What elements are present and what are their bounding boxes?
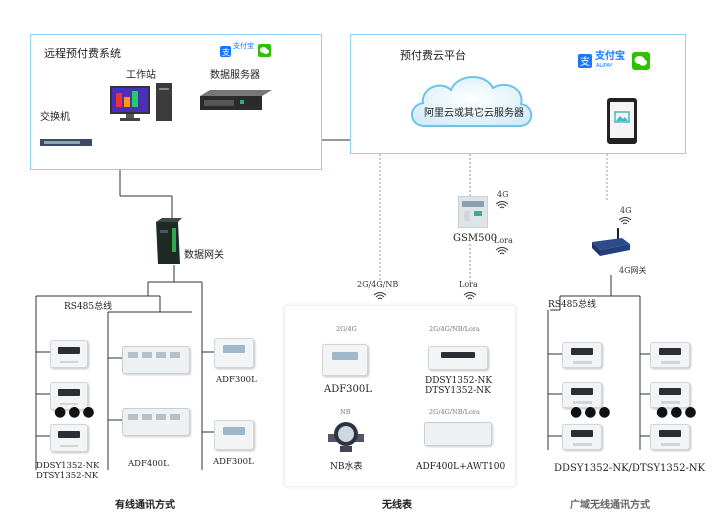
wireless-d4-tag: 2G/4G/NB/Lora [429, 408, 480, 416]
4g-gateway-signal-label: 4G [620, 206, 632, 215]
multi-meter-detail [128, 352, 180, 420]
4g-gateway-label: 4G网关 [619, 266, 647, 275]
wifi-icon [463, 292, 477, 300]
wifi-icon [373, 292, 387, 300]
meter-icon [322, 344, 368, 376]
wired-meter-c1-label: ADF300L [216, 375, 257, 385]
wired-bus-label: RS485总线 [64, 302, 113, 312]
gsm-4g-label: 4G [497, 190, 509, 199]
nb-link-label: 2G/4G/NB [357, 280, 399, 289]
meter-icon [562, 342, 602, 368]
wifi-icon [618, 217, 632, 225]
alipay-label: 支付宝 [595, 51, 625, 62]
switch-label: 交换机 [40, 112, 70, 123]
alipay-label: 支付宝 [233, 42, 254, 50]
switch-icon [40, 132, 92, 146]
meter-icon [424, 422, 492, 446]
wireless-d3-label: NB水表 [330, 462, 363, 472]
lora-link-label: Lora [459, 280, 478, 289]
remote-prepay-system-panel [30, 34, 322, 170]
gw-caption: 广域无线通讯方式 [570, 500, 650, 511]
gateway-label: 数据网关 [184, 250, 224, 261]
right-panel-title: 预付费云平台 [400, 49, 466, 62]
meter-icon [214, 338, 254, 368]
cloud-label: 阿里云或其它云服务器 [424, 108, 524, 119]
data-server-label: 数据服务器 [210, 70, 260, 81]
meter-icon [214, 420, 254, 450]
wechat-logo [258, 42, 271, 57]
wireless-panel [285, 306, 515, 486]
meter-icon [650, 424, 690, 450]
wireless-d3-tag: NB [340, 408, 351, 416]
wired-meter-b-label: ADF400L [128, 459, 169, 469]
gsm-lora-label: Lora [494, 236, 513, 245]
wireless-caption: 无线表 [382, 500, 412, 511]
alipay-logo: 支 [578, 52, 634, 70]
meter-icon [650, 342, 690, 368]
wireless-d1-tag: 2G/4G [336, 325, 357, 333]
meter-icon [562, 424, 602, 450]
wireless-d4-label: ADF400L+AWT100 [416, 462, 506, 472]
workstation-label: 工作站 [126, 70, 156, 81]
meter-icon [428, 346, 488, 370]
left-panel-title: 远程预付费系统 [44, 47, 121, 60]
server-icon [200, 88, 272, 112]
wechat-logo [632, 52, 650, 70]
meter-icon [122, 346, 190, 374]
more-dots: ●●● [656, 404, 699, 420]
wifi-icon [495, 247, 509, 255]
meter-icon [122, 408, 190, 436]
wired-caption: 有线通讯方式 [115, 500, 175, 511]
gateway-icon [152, 218, 182, 266]
water-meter-icon [328, 420, 364, 452]
wireless-d2-tag: 2G/4G/NB/Lora [429, 325, 480, 333]
gsm-icon [457, 195, 489, 229]
workstation-icon [110, 83, 176, 125]
wifi-icon [495, 201, 509, 209]
svg-text:支: 支 [580, 56, 590, 68]
meter-icon [562, 382, 602, 408]
tablet-icon [607, 98, 637, 144]
gsm-label: GSM500 [453, 233, 498, 244]
cloud-icon [405, 70, 537, 134]
meter-icon [650, 382, 690, 408]
meter-icon [50, 382, 88, 410]
4g-gateway-icon [592, 228, 630, 258]
more-dots: ●●● [570, 404, 613, 420]
gw-meter-label: DDSY1352-NK/DTSY1352-NK [554, 463, 706, 474]
gw-bus-label: RS485总线 [548, 300, 597, 310]
wired-meter-a-label: DDSY1352-NK DTSY1352-NK [36, 461, 100, 481]
meter-icon [50, 424, 88, 452]
wireless-d1-label: ADF300L [324, 384, 372, 395]
svg-text:支: 支 [222, 47, 230, 57]
wired-meter-c2-label: ADF300L [213, 457, 254, 467]
more-dots: ●●● [54, 404, 97, 420]
alipay-en-label: ALIPAY [596, 63, 613, 69]
meter-icon [50, 340, 88, 368]
alipay-logo: 支 [220, 43, 256, 57]
wireless-d2-label: DDSY1352-NK DTSY1352-NK [425, 376, 493, 397]
